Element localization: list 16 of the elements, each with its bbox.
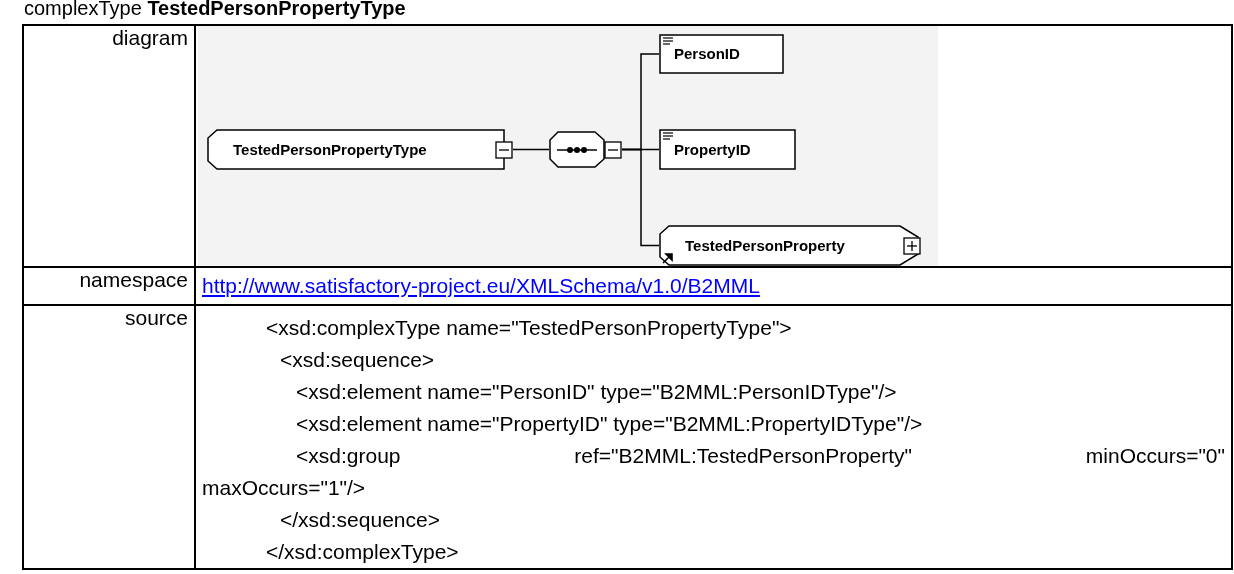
source-code-line: </xsd:complexType>	[265, 539, 460, 565]
node-label: PersonID	[674, 45, 740, 62]
source-code-line: <xsd:sequence>	[279, 347, 436, 373]
source-code-line: <xsd:element name="PersonID" type="B2MML:PersonIDType"/>	[295, 379, 898, 405]
source-code-line: <xsd:element name="PropertyID" type="B2MML:PropertyIDType"/>	[295, 411, 924, 437]
node-label: TestedPersonPropertyType	[233, 140, 427, 158]
namespace-link: http://www.satisfactory-project.eu/XMLSchema/v1.0/B2MML	[202, 274, 760, 297]
row-header: namespace	[79, 268, 188, 291]
row-header: source	[124, 306, 188, 329]
page-title: complexType TestedPersonPropertyType	[24, 0, 406, 20]
node-label: TestedPersonProperty	[685, 236, 845, 254]
source-code-line: </xsd:sequence>	[279, 507, 441, 533]
node-label: PropertyID	[674, 140, 751, 158]
source-code-line: <xsd:complexType name="TestedPersonPropertyType">	[265, 315, 793, 341]
source-code-line: <xsd:group ref="B2MML:TestedPersonProperty" minOccurs="0" maxOccurs="1"/>	[202, 443, 1225, 501]
row-header: diagram	[112, 26, 188, 49]
